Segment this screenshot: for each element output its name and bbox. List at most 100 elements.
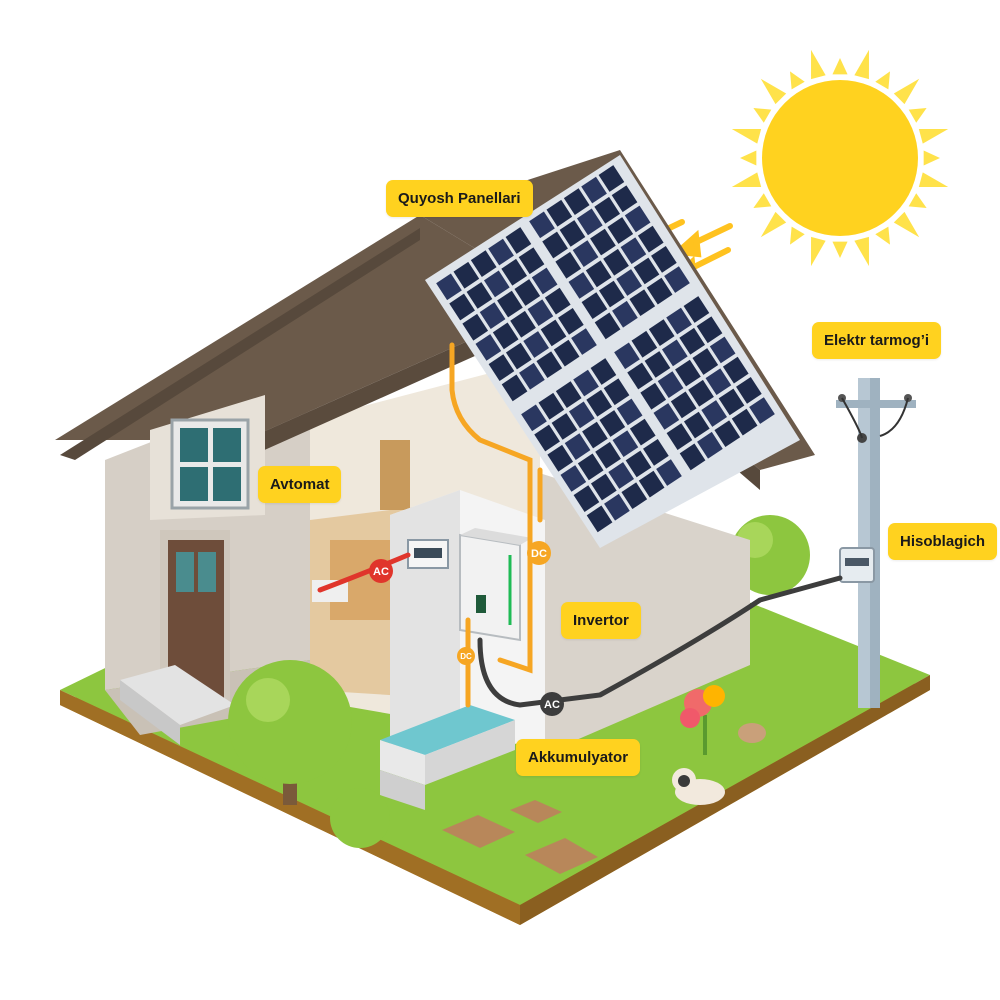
sun-ray: [854, 236, 869, 267]
solar-cell: [505, 227, 532, 254]
solar-cell: [547, 444, 574, 472]
solar-cell: [705, 368, 732, 396]
sun-ray: [908, 108, 927, 123]
callout-battery: Akkumulyator: [516, 739, 641, 776]
solar-cell: [563, 188, 590, 216]
solar-cell: [449, 293, 475, 321]
solar-cell: [505, 342, 532, 370]
sun-ray: [875, 226, 890, 245]
solar-cell: [581, 176, 607, 204]
solar-cell: [692, 348, 719, 375]
solar-cell: [598, 165, 625, 192]
solar-cell: [577, 453, 604, 481]
callout-breaker: Avtomat: [258, 466, 342, 503]
dc-tag-panel-label: DC: [531, 548, 547, 560]
solar-cell: [555, 381, 582, 409]
solar-cell: [462, 313, 489, 341]
stepping-stones: [442, 800, 598, 874]
callout-meter: Hisoblagich: [888, 523, 998, 560]
solar-cell: [614, 342, 640, 370]
solar-cell: [551, 413, 578, 440]
solar-cell: [590, 473, 617, 501]
solar-cell: [709, 336, 736, 364]
solar-cell: [722, 356, 749, 384]
solar-cell: [621, 482, 648, 510]
solar-cell: [603, 248, 629, 276]
solar-cell: [436, 273, 462, 301]
utility-pole: [836, 378, 916, 708]
sun-ray: [832, 58, 848, 75]
solar-cell: [701, 400, 728, 427]
solar-cell: [657, 371, 684, 398]
solar-cell: [666, 423, 693, 450]
tree-front: [228, 660, 352, 805]
solar-cell: [558, 307, 584, 335]
callout-inverter: Invertor: [561, 602, 641, 639]
solar-cell: [603, 378, 630, 406]
solar-cell: [590, 228, 616, 256]
sun-ray: [811, 236, 826, 267]
solar-cell: [534, 424, 560, 452]
dc-tag-battery: DC: [457, 647, 475, 665]
solar-cell: [501, 374, 528, 402]
solar-cell: [576, 208, 603, 236]
solar-cell: [453, 261, 480, 289]
solar-cell: [688, 379, 714, 407]
sun-ray: [893, 211, 920, 238]
solar-cell: [470, 250, 497, 278]
solar-cell: [714, 420, 741, 448]
solar-cell: [475, 334, 502, 361]
solar-cell: [661, 339, 688, 367]
solar-cell: [731, 408, 758, 436]
solar-cell: [492, 322, 519, 350]
solar-cell: [479, 302, 506, 329]
sun-ray: [854, 49, 869, 80]
solar-cell: [637, 225, 664, 253]
solar-cell: [582, 421, 608, 449]
solar-cell: [483, 270, 510, 298]
solar-cell: [616, 269, 643, 296]
solar-cell: [572, 240, 599, 267]
sun-ray: [790, 71, 805, 90]
solar-cell: [553, 339, 580, 367]
solar-cell: [718, 388, 745, 416]
solar-cell: [697, 431, 723, 459]
solar-cell: [546, 199, 573, 227]
flower-icon: [680, 685, 725, 755]
solar-cell: [696, 316, 723, 344]
solar-cell: [644, 351, 671, 378]
solar-cell: [675, 359, 701, 387]
sun-ray: [753, 108, 772, 123]
solar-cell: [679, 443, 706, 471]
solar-cell: [646, 277, 673, 305]
solar-cell: [585, 260, 612, 288]
solar-cell: [564, 433, 591, 460]
solar-cell: [559, 220, 586, 247]
solar-cell: [679, 327, 706, 355]
sun-ray: [760, 211, 787, 238]
solar-cell: [510, 310, 536, 338]
solar-cell: [670, 391, 697, 419]
solar-cell: [542, 231, 568, 259]
sun-ray: [832, 241, 848, 258]
sun-icon: [731, 49, 949, 267]
solar-cell: [611, 185, 638, 213]
solar-cell: [519, 362, 545, 390]
solar-cell: [624, 205, 651, 233]
solar-cell: [612, 300, 638, 328]
solar-cell: [466, 282, 493, 309]
solar-cell: [586, 389, 613, 417]
solar-cell: [656, 459, 682, 486]
dc-tag-battery-label: DC: [460, 652, 472, 661]
solar-cell: [544, 287, 571, 315]
solar-cell: [529, 211, 555, 239]
dc-tag-panel: DC: [527, 541, 551, 565]
solar-cell: [598, 280, 625, 308]
solar-cell: [664, 266, 690, 293]
solar-cell: [631, 330, 658, 358]
battery-bank-icon: [380, 705, 515, 810]
solar-cell: [571, 328, 597, 355]
sun-ray: [918, 129, 949, 144]
breaker-icon: [407, 539, 449, 569]
callout-solar-panels: Quyosh Panellari: [386, 180, 533, 217]
